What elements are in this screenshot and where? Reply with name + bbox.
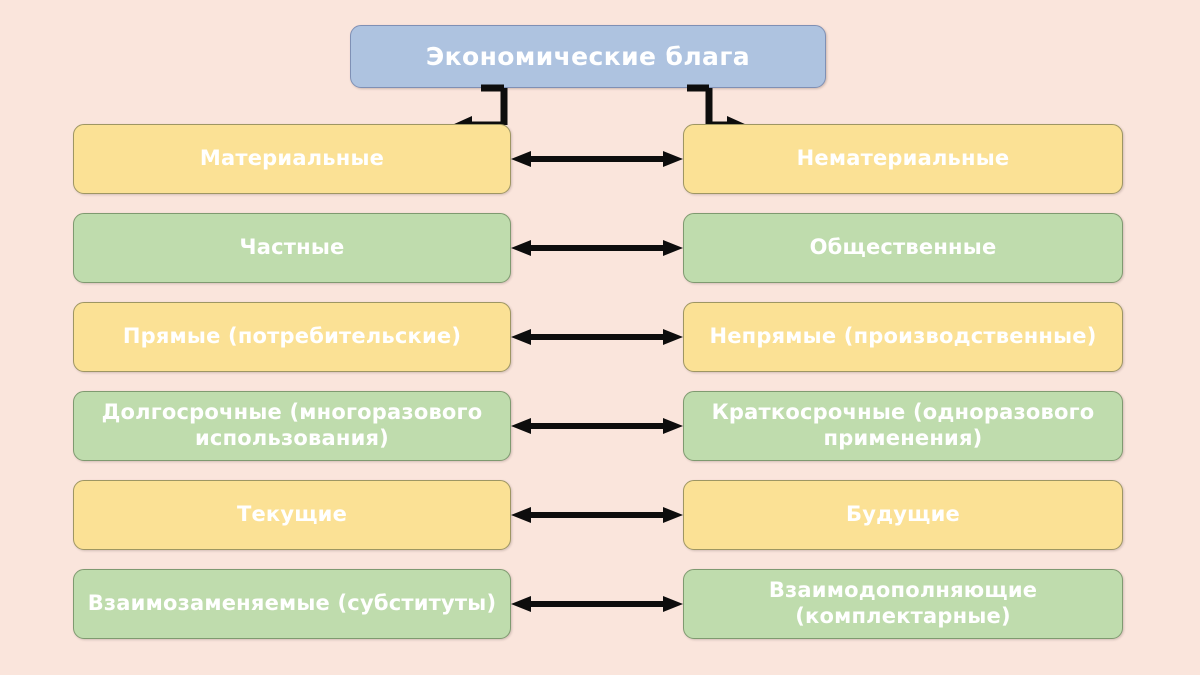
node-left[interactable]: Материальные [73,124,511,194]
node-right[interactable]: Краткосрочные (одноразового применения) [683,391,1123,461]
pair-row: Частные Общественные [0,213,1200,283]
node-label: Частные [239,235,345,260]
pair-double-arrow [511,507,683,523]
node-right[interactable]: Непрямые (производственные) [683,302,1123,372]
node-left[interactable]: Частные [73,213,511,283]
node-label: Общественные [809,235,997,260]
pair-row: Текущие Будущие [0,480,1200,550]
pair-double-arrow [511,151,683,167]
node-right[interactable]: Взаимодополняющие (комплектарные) [683,569,1123,639]
elbow-arrow-to-material [466,84,508,129]
node-label: Будущие [846,502,960,527]
node-economic-goods[interactable]: Экономические блага [350,25,826,88]
node-left[interactable]: Взаимозаменяемые (субституты) [73,569,511,639]
pair-double-arrow [511,418,683,434]
pair-double-arrow [511,596,683,612]
node-label: Взаимозаменяемые (субституты) [87,591,497,616]
node-right[interactable]: Будущие [683,480,1123,550]
pair-double-arrow [511,329,683,345]
pair-row: Материальные Нематериальные [0,124,1200,194]
node-label: Непрямые (производственные) [709,324,1097,349]
node-right[interactable]: Нематериальные [683,124,1123,194]
node-label: Долгосрочные (многоразового использовани… [101,400,483,450]
node-left[interactable]: Долгосрочные (многоразового использовани… [73,391,511,461]
node-left[interactable]: Прямые (потребительские) [73,302,511,372]
node-label: Краткосрочные (одноразового применения) [711,400,1095,450]
pair-row: Взаимозаменяемые (субституты) Взаимодопол… [0,569,1200,639]
node-label: Текущие [236,502,348,527]
node-label: Нематериальные [796,146,1010,171]
node-label: Взаимодополняющие (комплектарные) [768,578,1038,628]
pair-row: Прямые (потребительские) Непрямые (произв… [0,302,1200,372]
node-label: Прямые (потребительские) [122,324,462,349]
pair-double-arrow [511,240,683,256]
node-label: Экономические блага [425,41,751,71]
node-left[interactable]: Текущие [73,480,511,550]
node-right[interactable]: Общественные [683,213,1123,283]
pair-row: Долгосрочные (многоразового использовани… [0,391,1200,461]
node-label: Материальные [199,146,385,171]
elbow-arrow-to-nonmaterial [687,84,733,129]
